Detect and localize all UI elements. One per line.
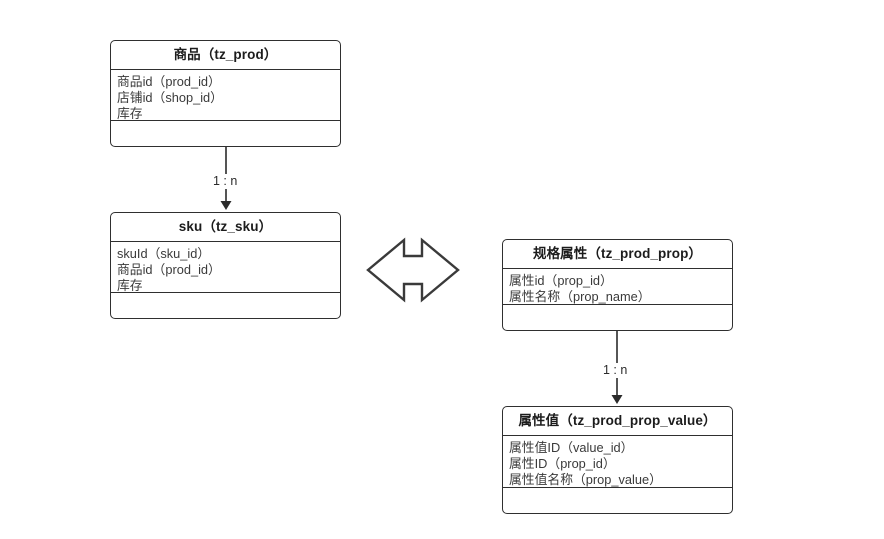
attribute-row: 商品id（prod_id） <box>117 74 221 89</box>
entity-operations-tz-prod-prop <box>503 305 732 330</box>
entity-attributes-tz-prod: 商品id（prod_id） 店铺id（shop_id） 库存 <box>111 70 340 121</box>
attribute-row: 属性名称（prop_name） <box>509 289 651 304</box>
entity-tz-prod[interactable]: 商品（tz_prod） 商品id（prod_id） 店铺id（shop_id） … <box>110 40 341 147</box>
entity-attributes-tz-prod-prop-value: 属性值ID（value_id） 属性ID（prop_id） 属性值名称（prop… <box>503 436 732 488</box>
entity-operations-tz-prod <box>111 121 340 146</box>
attribute-row: 属性ID（prop_id） <box>509 456 616 471</box>
entity-title-tz-prod-prop: 规格属性（tz_prod_prop） <box>503 240 732 269</box>
attribute-row: skuId（sku_id） <box>117 246 211 261</box>
entity-tz-prod-prop[interactable]: 规格属性（tz_prod_prop） 属性id（prop_id） 属性名称（pr… <box>502 239 733 331</box>
entity-operations-tz-sku <box>111 293 340 318</box>
double-headed-arrow-icon <box>366 237 460 303</box>
entity-tz-sku[interactable]: sku（tz_sku） skuId（sku_id） 商品id（prod_id） … <box>110 212 341 319</box>
cardinality-label-prop-propvalue: 1 : n <box>601 363 630 378</box>
attribute-row: 商品id（prod_id） <box>117 262 221 277</box>
attribute-row: 库存 <box>117 106 143 121</box>
entity-tz-prod-prop-value[interactable]: 属性值（tz_prod_prop_value） 属性值ID（value_id） … <box>502 406 733 514</box>
entity-attributes-tz-sku: skuId（sku_id） 商品id（prod_id） 库存 <box>111 242 340 293</box>
attribute-row: 属性值名称（prop_value） <box>509 472 662 487</box>
attribute-row: 店铺id（shop_id） <box>117 90 223 105</box>
attribute-row: 属性值ID（value_id） <box>509 440 634 455</box>
attribute-row: 属性id（prop_id） <box>509 273 613 288</box>
entity-title-tz-prod-prop-value: 属性值（tz_prod_prop_value） <box>503 407 732 436</box>
entity-attributes-tz-prod-prop: 属性id（prop_id） 属性名称（prop_name） <box>503 269 732 305</box>
cardinality-label-prod-sku: 1 : n <box>211 174 240 189</box>
entity-title-tz-prod: 商品（tz_prod） <box>111 41 340 70</box>
attribute-row: 库存 <box>117 278 143 293</box>
entity-title-tz-sku: sku（tz_sku） <box>111 213 340 242</box>
entity-operations-tz-prod-prop-value <box>503 488 732 513</box>
